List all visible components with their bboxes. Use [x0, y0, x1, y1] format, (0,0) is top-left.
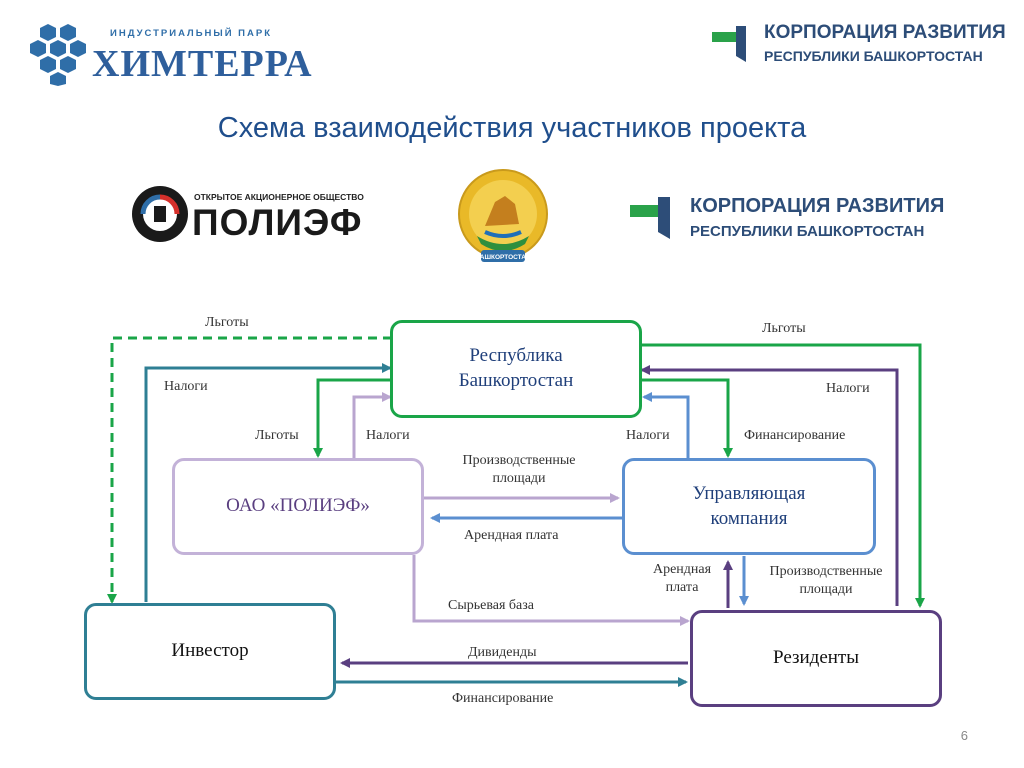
- edge-benefits-left: [107, 336, 392, 604]
- label-taxes-from-mgmt: Налоги: [626, 428, 670, 443]
- hexagon-cluster-icon: [30, 24, 86, 86]
- corp-line1: КОРПОРАЦИЯ РАЗВИТИЯ: [690, 195, 945, 217]
- node-residents-label: Резиденты: [773, 647, 859, 669]
- label-production-areas: Производственные площади: [462, 453, 576, 486]
- himterra-logo: ИНДУСТРИАЛЬНЫЙ ПАРК ХИМТЕРРА: [30, 20, 313, 90]
- node-polief-label: ОАО «ПОЛИЭФ»: [226, 495, 370, 517]
- label-benefits-right: Льготы: [762, 321, 806, 336]
- node-polief: ОАО «ПОЛИЭФ»: [172, 458, 424, 555]
- label-benefits-left: Льготы: [205, 315, 249, 330]
- label-financing-residents: Финансирование: [452, 691, 554, 706]
- label-taxes-from-polief: Налоги: [366, 428, 410, 443]
- corp-line2: РЕСПУБЛИКИ БАШКОРТОСТАН: [764, 48, 983, 64]
- polief-big-label: ПОЛИЭФ: [192, 202, 363, 243]
- polief-logo-icon: [132, 186, 188, 242]
- corp-line1: КОРПОРАЦИЯ РАЗВИТИЯ: [764, 22, 1006, 43]
- corp-line2: РЕСПУБЛИКИ БАШКОРТОСТАН: [690, 223, 925, 240]
- edge-financing-mgmt: [642, 378, 733, 458]
- node-residents: Резиденты: [690, 610, 942, 707]
- label-raw-base: Сырьевая база: [448, 598, 535, 613]
- node-management: Управляющая компания: [622, 458, 876, 555]
- label-production-areas-residents: Производственные площади: [769, 564, 883, 597]
- emblem-text: БАШКОРТОСТАН: [475, 254, 531, 261]
- page-title: Схема взаимодействия участников проекта: [217, 112, 807, 144]
- edge-taxes-from-polief: [352, 392, 392, 458]
- edge-benefits-right: [640, 343, 925, 608]
- label-taxes-left: Налоги: [164, 379, 208, 394]
- node-management-label: Управляющая компания: [692, 482, 806, 529]
- corp-flag-icon: [630, 197, 670, 239]
- park-small-label: ИНДУСТРИАЛЬНЫЙ ПАРК: [110, 28, 272, 39]
- label-benefits-to-polief: Льготы: [255, 428, 299, 443]
- label-rent-residents: Арендная плата: [652, 562, 712, 595]
- label-taxes-right: Налоги: [826, 381, 870, 396]
- label-financing-mgmt: Финансирование: [744, 428, 846, 443]
- park-name: ХИМТЕРРА: [92, 43, 313, 85]
- edge-taxes-left: [144, 363, 392, 602]
- edge-taxes-from-mgmt: [642, 392, 690, 458]
- label-dividends: Дивиденды: [468, 645, 537, 660]
- edge-benefits-to-polief: [313, 378, 390, 458]
- edge-raw-base: [412, 555, 690, 626]
- polief-small-label: ОТКРЫТОЕ АКЦИОНЕРНОЕ ОБЩЕСТВО: [194, 192, 364, 202]
- node-republic-label: Республика Башкортостан: [458, 345, 574, 391]
- page-number: 6: [960, 728, 968, 743]
- corp-flag-icon: [712, 26, 746, 62]
- bashkortostan-emblem-icon: БАШКОРТОСТАН: [458, 169, 548, 262]
- node-republic: Республика Башкортостан: [390, 320, 642, 418]
- node-investor: Инвестор: [84, 603, 336, 700]
- node-investor-label: Инвестор: [171, 640, 249, 662]
- label-rent: Арендная плата: [464, 528, 559, 543]
- edge-taxes-right: [640, 365, 899, 606]
